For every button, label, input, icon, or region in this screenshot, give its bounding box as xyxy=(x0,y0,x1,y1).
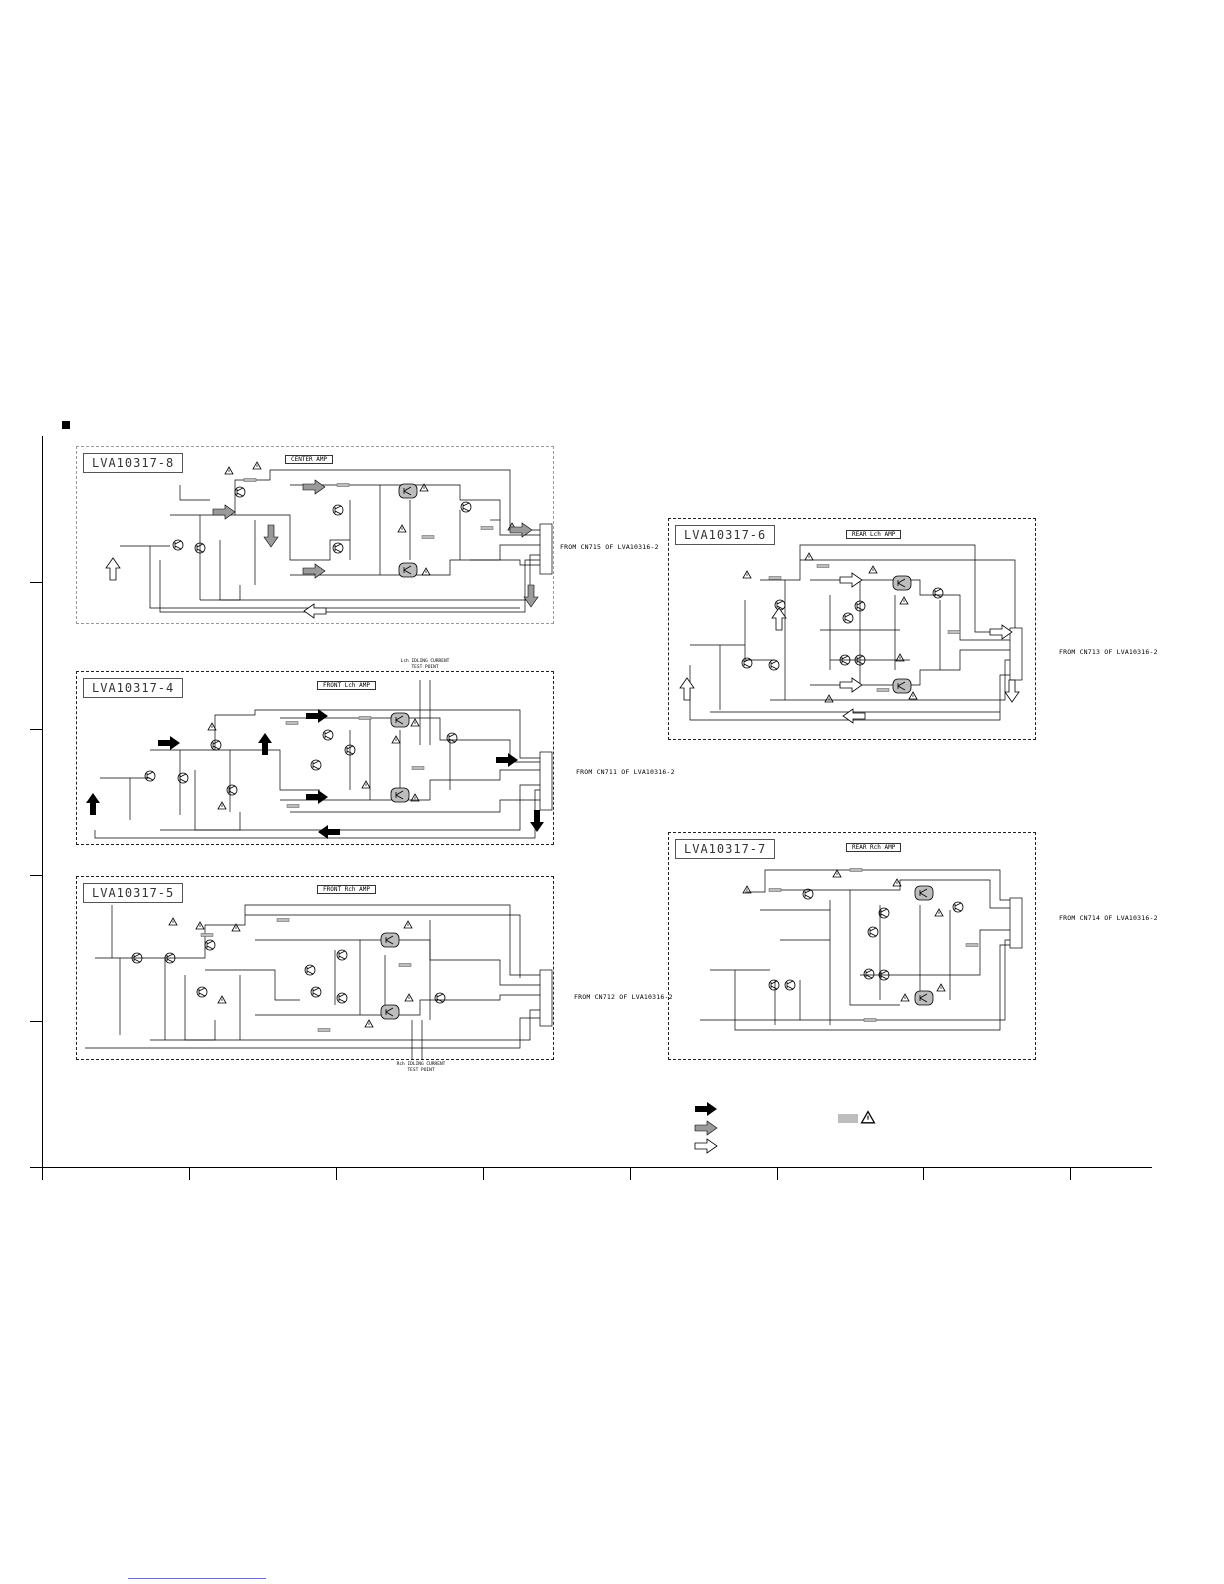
square-bullet-icon xyxy=(62,421,70,429)
signal-arrow-gray-icon xyxy=(695,1121,719,1135)
ruler-tick xyxy=(189,1167,190,1180)
amp-title: FRONT Lch AMP xyxy=(317,681,376,690)
test-point-note: Rch IDLING CURRENT TEST POINT xyxy=(396,1062,446,1073)
ruler-tick xyxy=(1070,1167,1071,1180)
ruler-tick xyxy=(630,1167,631,1180)
amp-title: REAR Rch AMP xyxy=(846,843,902,852)
bottom-ruler xyxy=(30,1167,1152,1168)
ruler-tick xyxy=(30,729,42,730)
board-lva10317-5: LVA10317-5 xyxy=(76,876,554,1060)
board-lva10317-4: LVA10317-4 xyxy=(76,671,554,845)
ruler-tick xyxy=(336,1167,337,1180)
warning-triangle-icon xyxy=(860,1110,876,1124)
board-id: LVA10317-7 xyxy=(675,839,776,859)
ruler-tick xyxy=(30,1021,42,1022)
connector-source-label: FROM CN711 OF LVA10316-2 xyxy=(576,768,675,776)
test-point-note: Lch IDLING CURRENT TEST POINT xyxy=(400,659,450,670)
amp-title: CENTER AMP xyxy=(285,455,334,464)
board-id: LVA10317-5 xyxy=(83,883,184,903)
left-ruler xyxy=(42,436,43,1180)
board-lva10317-7: LVA10317-7 xyxy=(668,832,1036,1060)
signal-arrow-black-icon xyxy=(695,1102,719,1116)
safety-part-swatch xyxy=(838,1114,858,1123)
ruler-tick xyxy=(483,1167,484,1180)
connector-source-label: FROM CN712 OF LVA10316-2 xyxy=(574,993,673,1001)
ruler-tick xyxy=(923,1167,924,1180)
ruler-tick xyxy=(42,1167,43,1180)
footer-link-underline[interactable] xyxy=(128,1578,266,1579)
connector-source-label: FROM CN715 OF LVA10316-2 xyxy=(560,543,659,551)
connector-source-label: FROM CN714 OF LVA10316-2 xyxy=(1059,914,1158,922)
signal-arrow-white-icon xyxy=(695,1139,719,1153)
board-id: LVA10317-4 xyxy=(83,678,184,698)
board-id: LVA10317-8 xyxy=(83,453,184,473)
ruler-tick xyxy=(30,875,42,876)
connector-source-label: FROM CN713 OF LVA10316-2 xyxy=(1059,648,1158,656)
amp-title: FRONT Rch AMP xyxy=(317,885,376,894)
board-id: LVA10317-6 xyxy=(675,525,776,545)
board-lva10317-6: LVA10317-6 xyxy=(668,518,1036,740)
ruler-tick xyxy=(777,1167,778,1180)
amp-title: REAR Lch AMP xyxy=(846,530,902,539)
ruler-tick xyxy=(30,582,42,583)
board-lva10317-8: LVA10317-8 xyxy=(76,446,554,624)
